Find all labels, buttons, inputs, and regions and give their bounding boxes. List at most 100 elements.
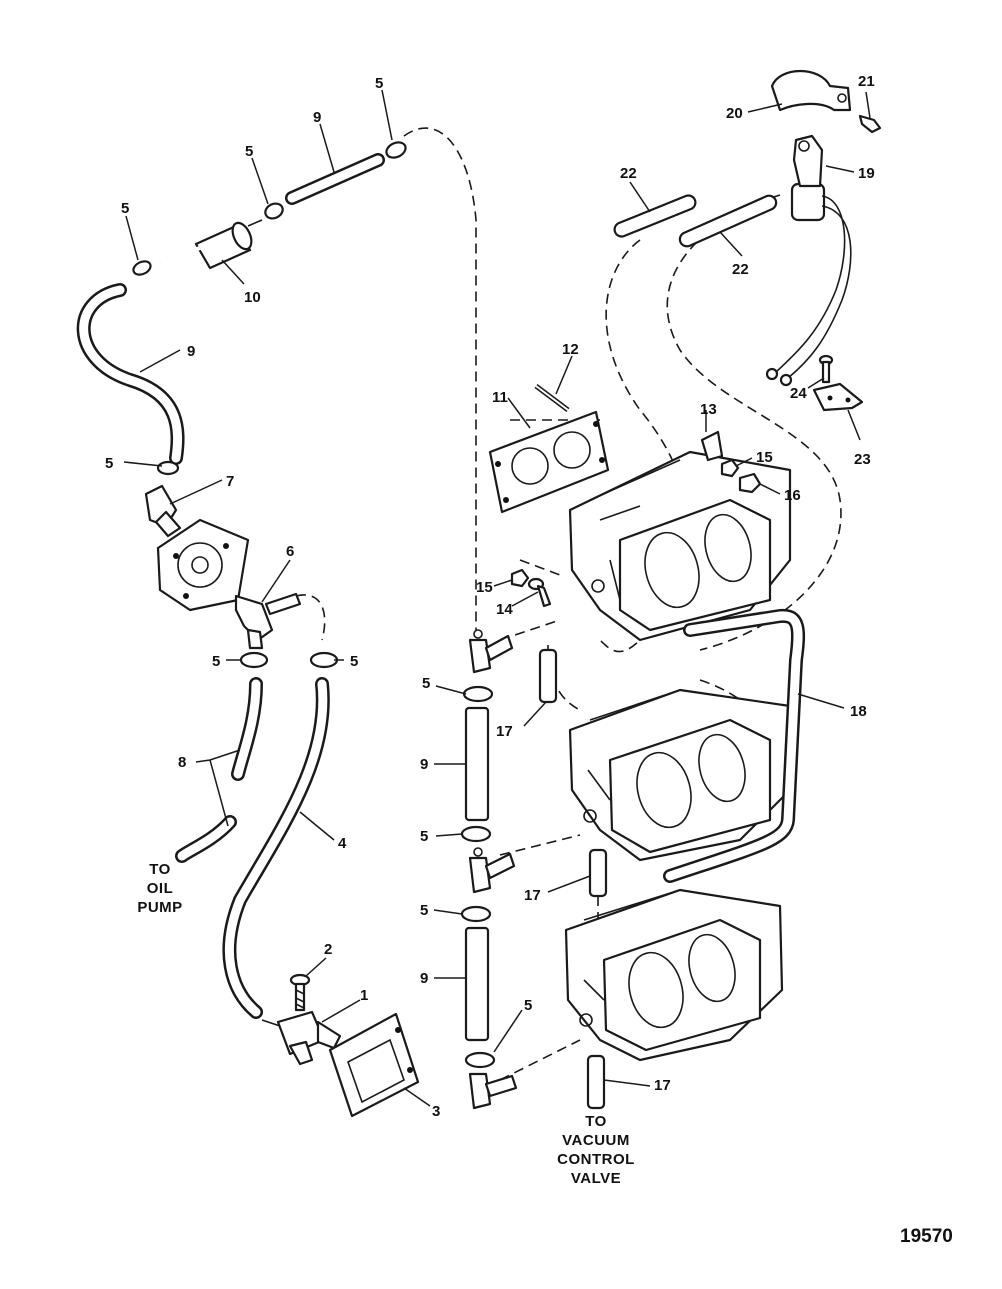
callout-20: 20	[726, 105, 743, 122]
bracket-screw	[858, 114, 882, 134]
callout-15: 15	[756, 449, 773, 466]
hose-short	[678, 194, 778, 248]
fuel-filter-assembly	[76, 141, 407, 650]
callout-17: 17	[496, 723, 513, 740]
callout-3: 3	[432, 1103, 440, 1120]
leader-lines	[123, 89, 871, 1107]
carburetor-bottom	[564, 888, 784, 1062]
callout-5: 5	[212, 653, 220, 670]
callout-13: 13	[700, 401, 717, 418]
hose-clamp	[132, 260, 152, 276]
callout-19: 19	[858, 165, 875, 182]
hose-straight-top	[285, 153, 385, 205]
callout-14: 14	[496, 601, 513, 618]
callout-11: 11	[492, 389, 508, 406]
clamp-bracket	[770, 69, 852, 112]
mounting-plate	[812, 382, 864, 412]
callout-10: 10	[244, 289, 261, 306]
carburetor-gasket	[488, 410, 610, 514]
callout-5: 5	[524, 997, 532, 1014]
elbow-fitting	[144, 484, 182, 538]
svg-text:TO: TO	[585, 1113, 607, 1130]
callout-17: 17	[524, 887, 541, 904]
tee-fitting-middle	[468, 847, 516, 894]
callout-5: 5	[420, 828, 428, 845]
callout-1: 1	[360, 987, 368, 1004]
vacuum-hose	[588, 848, 608, 898]
callout-22: 22	[620, 165, 637, 182]
callout-9: 9	[187, 343, 195, 360]
svg-text:TO: TO	[149, 861, 171, 878]
callout-labels: 5 9 5 5 10 9 5 7 6 5 5 8 4 2 1 3 5 9 5 5…	[105, 73, 875, 1120]
screw	[527, 577, 552, 608]
fuel-connector	[261, 1010, 342, 1066]
hose-clamp	[385, 141, 407, 159]
hose-clamp	[309, 651, 339, 669]
svg-text:CONTROL: CONTROL	[557, 1151, 635, 1168]
nut	[738, 472, 762, 494]
mounting-stud	[534, 384, 570, 412]
callout-24: 24	[790, 385, 807, 402]
callout-5: 5	[350, 653, 358, 670]
hose-clamp	[264, 202, 284, 220]
callout-9: 9	[420, 970, 428, 987]
hose-vertical	[464, 926, 490, 1042]
mounting-screw	[289, 973, 311, 1012]
callout-5: 5	[105, 455, 113, 472]
fuel-filter	[159, 219, 263, 270]
hose-clamp	[239, 651, 269, 669]
callout-4: 4	[338, 835, 347, 852]
callout-6: 6	[286, 543, 294, 560]
hose-clamp	[156, 460, 180, 476]
callout-9: 9	[313, 109, 321, 126]
mounting-screw-small	[818, 354, 834, 384]
tee-fitting	[234, 592, 302, 650]
mounting-bracket	[328, 1012, 420, 1118]
nut	[510, 568, 530, 588]
callout-5: 5	[245, 143, 253, 160]
nut	[720, 458, 740, 478]
elbow-fitting-lower	[468, 1072, 518, 1110]
svg-text:OIL: OIL	[147, 880, 174, 897]
enrichener-solenoid	[765, 134, 852, 387]
vacuum-hose	[538, 648, 558, 704]
callout-22: 22	[732, 261, 749, 278]
hose-vertical	[464, 706, 490, 822]
svg-text:PUMP: PUMP	[137, 899, 182, 916]
callout-9: 9	[420, 756, 428, 773]
callout-17: 17	[654, 1077, 671, 1094]
hose-clamp	[462, 685, 494, 703]
figure-number: 19570	[900, 1226, 953, 1247]
svg-text:VALVE: VALVE	[571, 1170, 621, 1187]
vacuum-hose	[586, 1054, 606, 1110]
svg-text:VACUUM: VACUUM	[562, 1132, 630, 1149]
callout-12: 12	[562, 341, 579, 358]
callout-5: 5	[121, 200, 129, 217]
callout-21: 21	[858, 73, 875, 90]
callout-5: 5	[420, 902, 428, 919]
note-oil-pump: TO OIL PUMP	[137, 861, 182, 916]
center-fuel-line	[460, 629, 518, 1110]
callout-2: 2	[324, 941, 332, 958]
hose-clamp	[464, 1051, 496, 1069]
callout-5: 5	[422, 675, 430, 692]
callout-7: 7	[226, 473, 234, 490]
callout-18: 18	[850, 703, 867, 720]
callout-8: 8	[178, 754, 186, 771]
hose-short	[613, 194, 697, 238]
hose-clamp	[460, 905, 492, 923]
carburetor-top	[568, 450, 792, 642]
throttle-bracket	[700, 430, 724, 462]
callout-15: 15	[476, 579, 493, 596]
tee-fitting-upper	[468, 629, 514, 674]
callout-16: 16	[784, 487, 801, 504]
hose-clamp	[460, 825, 492, 843]
callout-23: 23	[854, 451, 871, 468]
note-vacuum-control-valve: TO VACUUM CONTROL VALVE	[557, 1113, 635, 1187]
carburetor-middle	[568, 688, 792, 862]
callout-5: 5	[375, 75, 383, 92]
recirculation-hose	[663, 608, 806, 883]
oil-pump-lines	[175, 651, 420, 1118]
hose-curved-left	[76, 283, 185, 465]
